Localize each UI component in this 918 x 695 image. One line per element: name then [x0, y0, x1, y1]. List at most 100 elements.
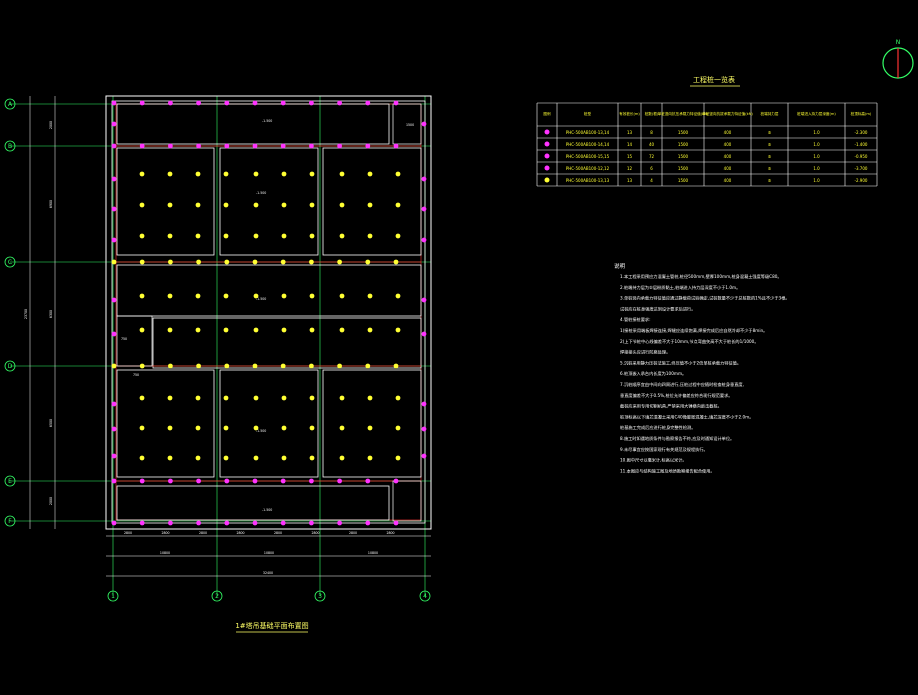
pile-marker — [280, 143, 286, 149]
note-line: 桩顶标高以下填芯混凝土采用C40微膨胀混凝土,填芯深度不小于2.0m。 — [620, 413, 753, 420]
table-legend-pile-icon — [544, 153, 550, 159]
pile-marker — [281, 395, 287, 401]
axis-bubble-label: E — [8, 478, 12, 485]
table-cell: ⑤ — [768, 142, 772, 147]
pile-marker — [421, 121, 427, 127]
pile-schedule-table: 图例桩型有效桩长(m)桩数(根)单桩竖向抗压承载力特征值(kN)单桩竖向抗拔承载… — [536, 102, 878, 187]
pile-marker — [111, 453, 117, 459]
note-line: 10.图中尺寸以毫米计,标高以米计。 — [620, 457, 687, 464]
table-cell: 1.0 — [813, 178, 820, 183]
table-cell: ⑤ — [768, 130, 772, 135]
pile-marker — [253, 293, 259, 299]
pile-marker — [252, 259, 258, 265]
pile-marker — [395, 327, 401, 333]
pile-marker — [111, 363, 117, 369]
pile-marker — [139, 327, 145, 333]
table-cell: 12 — [627, 166, 633, 171]
pile-marker — [223, 455, 229, 461]
axis-bubble-label: A — [8, 101, 13, 108]
pile-marker — [337, 259, 342, 265]
note-line: 焊接接头应进行防腐处理。 — [620, 349, 670, 356]
pile-marker — [224, 363, 230, 369]
pile-marker — [281, 202, 287, 208]
pile-marker — [111, 237, 117, 243]
pile-marker — [339, 233, 345, 239]
table-header-cell: 桩型 — [584, 111, 592, 116]
pile-marker — [252, 520, 258, 526]
pile-marker — [365, 259, 371, 265]
pile-marker — [339, 455, 345, 461]
pile-marker — [168, 100, 173, 106]
pile-marker — [393, 520, 399, 526]
note-line: 7.沉桩顺序宜由中间向四周进行,压桩过程中应随时检查桩身垂直度, — [620, 381, 744, 388]
pile-marker — [309, 100, 314, 106]
dim-text-segment: 2800 — [349, 531, 357, 535]
pile-marker — [168, 143, 173, 149]
table-title: 工程桩一览表 — [693, 75, 735, 84]
pile-marker — [139, 455, 145, 461]
note-line: 2.桩端持力层为⑤层粉质黏土,桩端进入持力层深度不小于1.0m。 — [620, 284, 740, 291]
pile-marker — [167, 425, 173, 431]
pile-marker — [421, 401, 427, 407]
pile-marker — [111, 478, 117, 484]
note-line: 1)接桩采用端板焊接连接,焊缝应连续饱满,焊接完成后应自然冷却不少于8min。 — [620, 327, 767, 334]
room-outline — [219, 147, 319, 256]
table-cell: PHC-500AB100-13,13 — [566, 178, 610, 183]
table-cell: PHC-500AB100-15,15 — [566, 154, 610, 159]
pile-marker — [395, 293, 401, 299]
pile-marker — [367, 171, 373, 177]
pile-marker — [223, 395, 229, 401]
pile-marker — [139, 395, 145, 401]
notes-block: 1.本工程采用预应力混凝土管桩,桩径500mm,壁厚100mm,桩身混凝土强度等… — [620, 273, 790, 474]
dim-text-segment: 2800 — [124, 531, 132, 535]
north-label: N — [896, 39, 901, 46]
dim-text-left: 6900 — [49, 200, 53, 208]
pile-marker — [111, 401, 117, 407]
room-outline — [116, 369, 215, 478]
pile-marker — [253, 327, 259, 333]
pile-marker — [281, 327, 287, 333]
dim-text-segment: 2800 — [236, 531, 244, 535]
pile-marker — [111, 121, 117, 127]
note-line: 桩基施工完成后应进行桩身完整性检测。 — [620, 424, 695, 431]
table-cell: 40 — [649, 142, 655, 147]
dim-text-small: 1500 — [406, 123, 414, 127]
pile-marker — [421, 331, 427, 337]
pile-marker — [253, 233, 259, 239]
pile-marker — [252, 100, 258, 106]
pile-marker — [309, 520, 314, 526]
pile-marker — [252, 478, 258, 484]
pile-marker — [393, 259, 399, 265]
pile-marker — [223, 202, 229, 208]
pile-marker — [195, 425, 201, 431]
pile-marker — [367, 455, 373, 461]
pile-marker — [195, 455, 201, 461]
stair-box — [116, 315, 153, 367]
pile-marker — [395, 233, 401, 239]
pile-marker — [281, 233, 287, 239]
dim-text-segment: 2800 — [199, 531, 207, 535]
room-outline — [322, 147, 422, 256]
pile-marker — [365, 520, 371, 526]
pile-marker — [309, 425, 315, 431]
pile-marker — [224, 478, 230, 484]
pile-marker — [337, 478, 342, 484]
table-cell: 400 — [724, 142, 732, 147]
table-cell: ⑤ — [768, 166, 772, 171]
axis-bubble-label: 4 — [423, 593, 427, 600]
table-cell: 8 — [650, 130, 653, 135]
table-cell: -3.700 — [855, 166, 868, 171]
table-cell: 1.0 — [813, 166, 820, 171]
room-elevation-label: -1.500 — [256, 429, 266, 433]
pile-marker — [367, 327, 373, 333]
pile-marker — [139, 233, 145, 239]
pile-marker — [367, 293, 373, 299]
pile-marker — [139, 293, 145, 299]
pile-marker — [395, 425, 401, 431]
pile-marker — [224, 520, 230, 526]
pile-marker — [196, 143, 202, 149]
pile-marker — [139, 363, 145, 369]
pile-marker — [139, 520, 145, 526]
table-header-cell: 单桩竖向抗压承载力特征值(kN) — [658, 111, 709, 116]
